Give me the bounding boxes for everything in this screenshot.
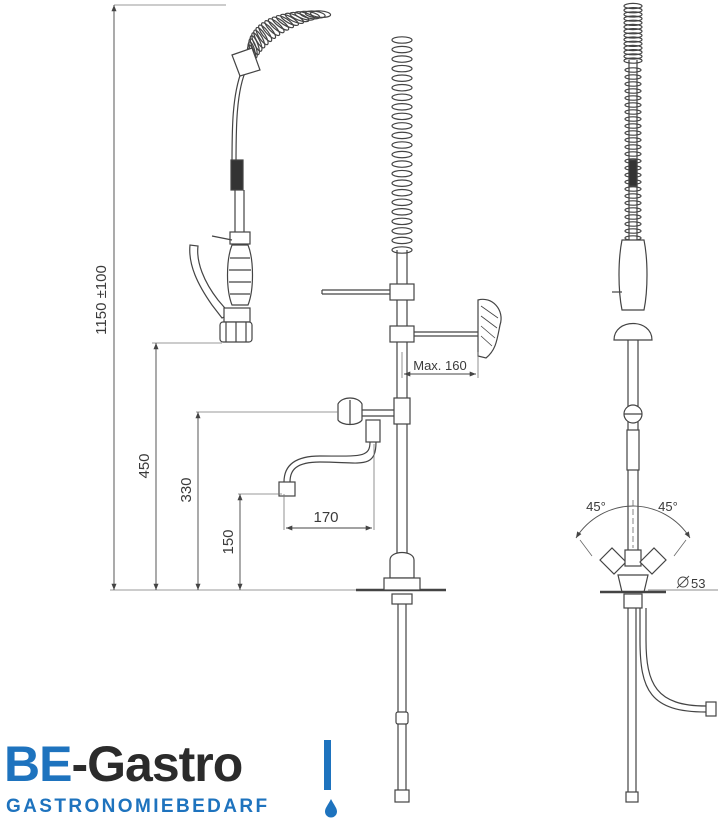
side-spring-coil [624, 221, 642, 227]
spring-coil [267, 18, 285, 34]
spray-handle [189, 231, 254, 343]
spring-coil [391, 236, 413, 245]
spring-coil [253, 29, 266, 49]
spring-coil [391, 122, 413, 130]
dim-base-diameter: 53 [691, 576, 705, 591]
logo-wordmark: BE-Gastro [4, 736, 243, 792]
spring-coil [391, 188, 413, 197]
dim-total-height: 1150 ±100 [93, 265, 110, 335]
spring-coil [391, 179, 413, 187]
spring-coil [391, 150, 413, 159]
side-spring-coil [624, 151, 642, 157]
spring-coil [260, 22, 277, 40]
dimension-lines [111, 5, 476, 590]
side-spring-coil [623, 57, 643, 64]
side-spring-coil [623, 11, 643, 18]
spout-valve [337, 397, 411, 443]
logo-rest: -Gastro [71, 736, 243, 792]
brand-logo: BE-Gastro GASTRONOMIEBEDARF [4, 736, 344, 826]
spring-coil [275, 14, 295, 29]
side-spring-coil [624, 123, 642, 129]
side-spring-coil [624, 186, 642, 192]
front-view [110, 4, 502, 803]
spring-coil [264, 20, 281, 37]
logo-bar [324, 740, 331, 790]
spring-coil [280, 13, 300, 27]
side-spring-coil [624, 74, 642, 80]
side-spring-coil [623, 19, 643, 26]
side-spring-coil [623, 32, 643, 39]
spring-coil [251, 32, 263, 52]
dim-angle-left: 45° [586, 499, 606, 514]
wall-bracket [389, 298, 502, 359]
spring-coil [391, 169, 413, 178]
extension-lines [110, 4, 479, 591]
side-spring-coil [623, 23, 643, 31]
spring-coil [391, 83, 413, 92]
dim-head-height: 450 [136, 453, 153, 478]
spring-coil [391, 36, 413, 44]
side-spring-coil [623, 40, 643, 48]
side-spring-coil [623, 49, 643, 56]
spring-coil [391, 131, 413, 140]
side-spring-coil [624, 207, 642, 213]
side-spring-coil [624, 144, 642, 150]
side-spring-coil [623, 15, 643, 22]
side-spring-coil [623, 2, 643, 10]
side-spring-coil [623, 28, 643, 35]
side-spring-coil [624, 67, 642, 73]
spring-coil [391, 112, 413, 121]
spring-coil [258, 24, 273, 43]
dim-outlet-height: 150 [220, 529, 237, 554]
side-spring [623, 2, 643, 248]
spring-coil [391, 198, 413, 207]
spring-coil [391, 141, 413, 149]
side-spring-coil [623, 36, 643, 43]
spring-coil [391, 227, 413, 235]
side-spring-coil [624, 214, 642, 220]
side-spring-coil [624, 130, 642, 136]
dim-swing-max: Max. 160 [413, 358, 466, 373]
spring-coil [391, 64, 413, 73]
side-spring-coil [624, 102, 642, 108]
spring-coil [391, 45, 413, 54]
side-spring-coil [623, 53, 643, 60]
side-spring-coil [624, 193, 642, 199]
spring-coil [391, 74, 413, 82]
spring-coil [391, 103, 413, 111]
logo-tagline: GASTRONOMIEBEDARF [6, 796, 270, 817]
side-spring-coil [624, 228, 642, 234]
dim-angle-right: 45° [658, 499, 678, 514]
spring-coil [391, 217, 413, 226]
side-spring-coil [624, 137, 642, 143]
spring-coil [391, 160, 413, 168]
spring-coil [310, 10, 332, 18]
logo-prefix: BE [4, 736, 72, 792]
dim-spout-reach: 170 [313, 509, 338, 526]
side-spring-coil [624, 116, 642, 122]
hose-holder [321, 283, 415, 301]
side-view [575, 2, 718, 803]
side-spring-coil [624, 88, 642, 94]
side-spring-coil [624, 109, 642, 115]
base-mount [356, 551, 446, 803]
side-spring-coil [623, 44, 643, 52]
spring-coil [391, 246, 413, 254]
side-spring-coil [624, 81, 642, 87]
hose [230, 67, 248, 235]
spring-coil [391, 93, 413, 102]
spring-coil [255, 26, 269, 46]
spring-coil [391, 208, 413, 216]
swivel-spout [278, 441, 377, 497]
spring-coil [391, 55, 413, 63]
spring-head [231, 47, 261, 77]
spring-coil [271, 16, 290, 31]
side-spring-coil [624, 200, 642, 206]
side-spring-coil [623, 6, 643, 14]
side-spring-coil [624, 95, 642, 101]
water-drop-icon [325, 799, 337, 818]
pre-rinse-spring [246, 10, 413, 254]
dim-spout-height: 330 [178, 477, 195, 502]
